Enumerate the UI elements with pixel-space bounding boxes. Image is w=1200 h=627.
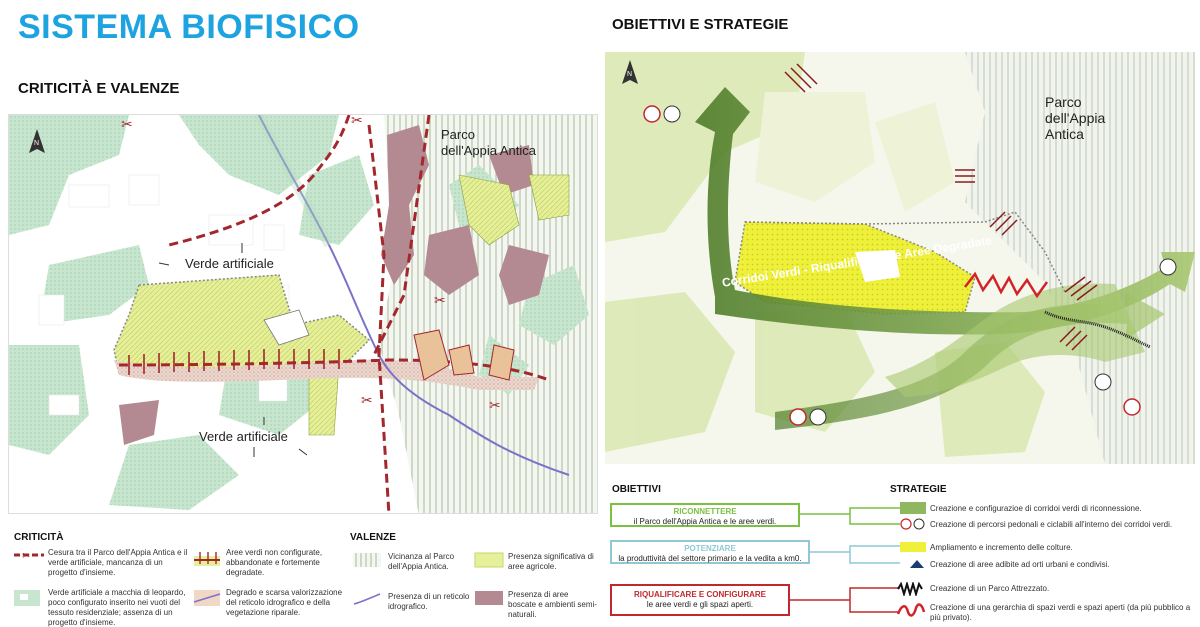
parco-label: Parco dell'Appia Antica xyxy=(1045,94,1106,142)
objective-title: POTENZIARE xyxy=(684,544,736,553)
parco-label: Parco dell'Appia Antica xyxy=(441,127,536,158)
strategy-item: Creazione e configurazioe di corridoi ve… xyxy=(930,504,1142,513)
valenze-title: VALENZE xyxy=(350,532,396,543)
strategy-item: Creazione di una gerarchia di spazi verd… xyxy=(930,603,1191,622)
boscate-swatch xyxy=(475,591,503,605)
bicycle-icon xyxy=(809,408,827,426)
strategy-item: Creazione di percorsi pedonali e ciclabi… xyxy=(930,520,1173,529)
cesura-swatch: ✂ xyxy=(14,551,44,562)
corridor-swatch xyxy=(900,502,926,514)
page-title: SISTEMA BIOFISICO xyxy=(18,8,360,46)
agricole-swatch xyxy=(474,552,504,568)
svg-text:✂: ✂ xyxy=(22,551,30,562)
ped-bike-swatch xyxy=(900,518,925,530)
cesura-ticks xyxy=(128,349,340,375)
aree-verdi-swatch xyxy=(194,552,220,566)
objective-text: le aree verdi e gli spazi aperti. xyxy=(646,600,754,609)
pedestrian-icon xyxy=(1123,398,1141,416)
strategy-item: Creazione di aree adibite ad orti urbani… xyxy=(930,560,1110,569)
objective-text: il Parco dell'Appia Antica e le aree ver… xyxy=(633,517,777,526)
verde-artificiale-label: Verde artificiale xyxy=(199,429,288,444)
vicinanza-legend: Vicinanza al Parco dell'Appia Antica. xyxy=(388,552,455,571)
corridoio-verde xyxy=(695,87,1195,335)
north-arrow-icon: N xyxy=(622,60,638,84)
pedestrian-icon xyxy=(643,105,661,123)
boscate-legend: Presenza di aree boscate e ambienti semi… xyxy=(508,590,597,619)
reticolo-legend: Presenza di un reticolo idrografico. xyxy=(388,592,470,611)
right-map: N Parco dell'Appia Antica Corridoi Verdi… xyxy=(605,52,1195,464)
north-arrow-icon: N xyxy=(29,129,45,153)
obiettivi-title: OBIETTIVI xyxy=(612,484,661,495)
strategy-item: Ampliamento e incremento delle colture. xyxy=(930,543,1073,552)
degrado-swatch xyxy=(193,590,221,606)
objective-text: la produttività del settore primario e l… xyxy=(618,554,802,563)
left-map-canvas: N ✂ ✂ ✂ ✂ ✂ xyxy=(9,115,597,513)
pressure-arrows xyxy=(784,63,1098,351)
right-heading: OBIETTIVI E STRATEGIE xyxy=(612,16,789,33)
macchia-swatch xyxy=(14,590,40,606)
legend-connectors xyxy=(790,507,900,613)
bicycle-icon xyxy=(1094,373,1112,391)
degrado-legend: Degrado e scarsa valorizzazione del reti… xyxy=(226,588,343,617)
strategy-item: Creazione di un Parco Attrezzato. xyxy=(930,584,1050,593)
objective-title: RICONNETTERE xyxy=(673,507,737,516)
macchia-legend: Verde artificiale a macchia di leopardo,… xyxy=(48,588,186,627)
colture-swatch xyxy=(900,542,926,552)
scissors-icon: ✂ xyxy=(351,115,363,129)
reticolo-swatch xyxy=(353,593,381,605)
objective-title: RIQUALIFICARE E CONFIGURARE xyxy=(634,590,766,599)
orti-swatch xyxy=(910,560,924,568)
parco-attrezzato-swatch xyxy=(897,582,923,596)
objective-potenziare: POTENZIARE la produttività del settore p… xyxy=(610,540,810,564)
bicycle-icon xyxy=(1159,258,1177,276)
aree-boscate xyxy=(119,125,549,445)
scissors-icon: ✂ xyxy=(121,117,133,133)
aree-agricole xyxy=(308,174,570,436)
strategie-title: STRATEGIE xyxy=(890,484,947,495)
svg-text:N: N xyxy=(627,71,632,78)
objective-riqualificare: RIQUALIFICARE E CONFIGURARE le aree verd… xyxy=(610,584,790,616)
scissors-icon: ✂ xyxy=(489,398,501,414)
yellow-colture-area xyxy=(734,221,976,315)
gerarchia-swatch xyxy=(896,603,926,617)
left-heading: CRITICITÀ E VALENZE xyxy=(18,80,180,97)
scissors-icon: ✂ xyxy=(434,293,446,309)
svg-text:N: N xyxy=(34,140,39,147)
objective-riconnettere: RICONNETTERE il Parco dell'Appia Antica … xyxy=(610,503,800,527)
scissors-icon: ✂ xyxy=(361,393,373,409)
vicinanza-swatch xyxy=(353,553,381,567)
pedestrian-icon xyxy=(789,408,807,426)
criticita-title: CRITICITÀ xyxy=(14,532,64,543)
aree-verdi-legend: Aree verdi non configurate, abbandonate … xyxy=(226,548,323,577)
left-map: N ✂ ✂ ✂ ✂ ✂ Parco dell'Appia Antica Verd… xyxy=(8,114,598,514)
bicycle-icon xyxy=(663,105,681,123)
agricole-legend: Presenza significativa di aree agricole. xyxy=(508,552,594,571)
cesura-legend: Cesura tra il Parco dell'Appia Antica e … xyxy=(48,548,188,577)
verde-artificiale-label: Verde artificiale xyxy=(185,256,274,271)
right-map-canvas: N xyxy=(605,52,1195,464)
